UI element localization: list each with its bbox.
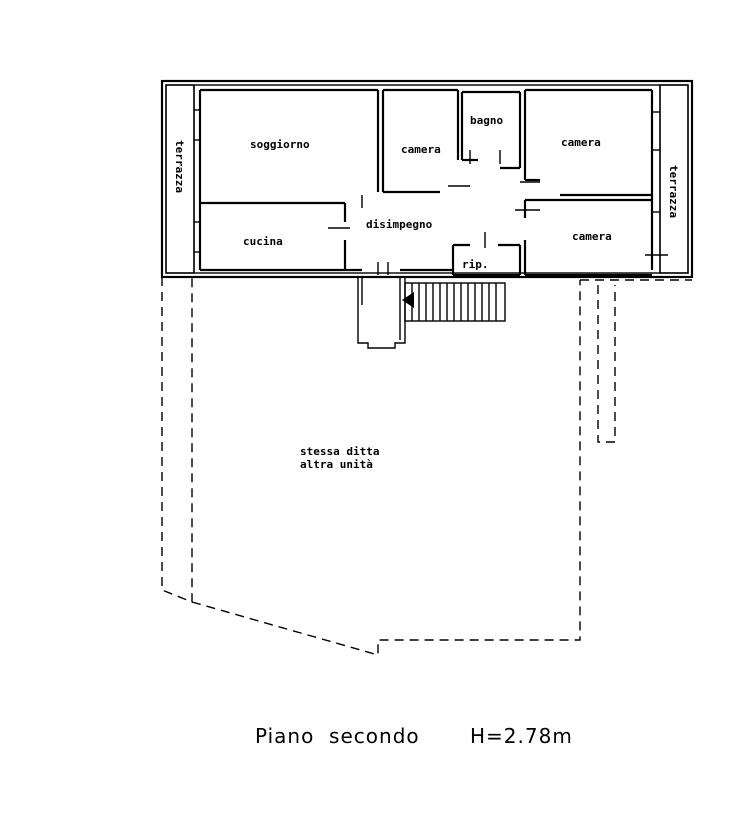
terrace-label-right: terrazza <box>667 165 680 218</box>
staircase <box>402 282 506 322</box>
room-label-disimpegno: disimpegno <box>366 218 433 231</box>
floor-height: H=2.78m <box>470 724 573 748</box>
outer-walls <box>160 79 694 279</box>
room-label-ripostiglio: rip. <box>462 258 489 271</box>
floor-title: Piano secondo <box>255 724 420 748</box>
stair-arrow-icon <box>402 292 414 308</box>
interior-walls <box>198 88 654 277</box>
room-label-cucina: cucina <box>243 235 283 248</box>
other-unit-label-line2: altra unità <box>300 458 373 471</box>
room-label-camera-1: camera <box>401 143 441 156</box>
terrace-label-left: terrazza <box>173 140 186 193</box>
room-label-camera-2: camera <box>561 136 601 149</box>
terrace-left <box>165 84 195 274</box>
other-unit-label-line1: stessa ditta <box>300 445 379 458</box>
stair-landing <box>357 277 406 349</box>
terrace-right <box>659 84 689 274</box>
other-unit-outline <box>161 277 692 656</box>
room-label-soggiorno: soggiorno <box>250 138 310 151</box>
room-label-camera-3: camera <box>572 230 612 243</box>
door-marks <box>194 109 668 275</box>
room-label-bagno: bagno <box>470 114 503 127</box>
